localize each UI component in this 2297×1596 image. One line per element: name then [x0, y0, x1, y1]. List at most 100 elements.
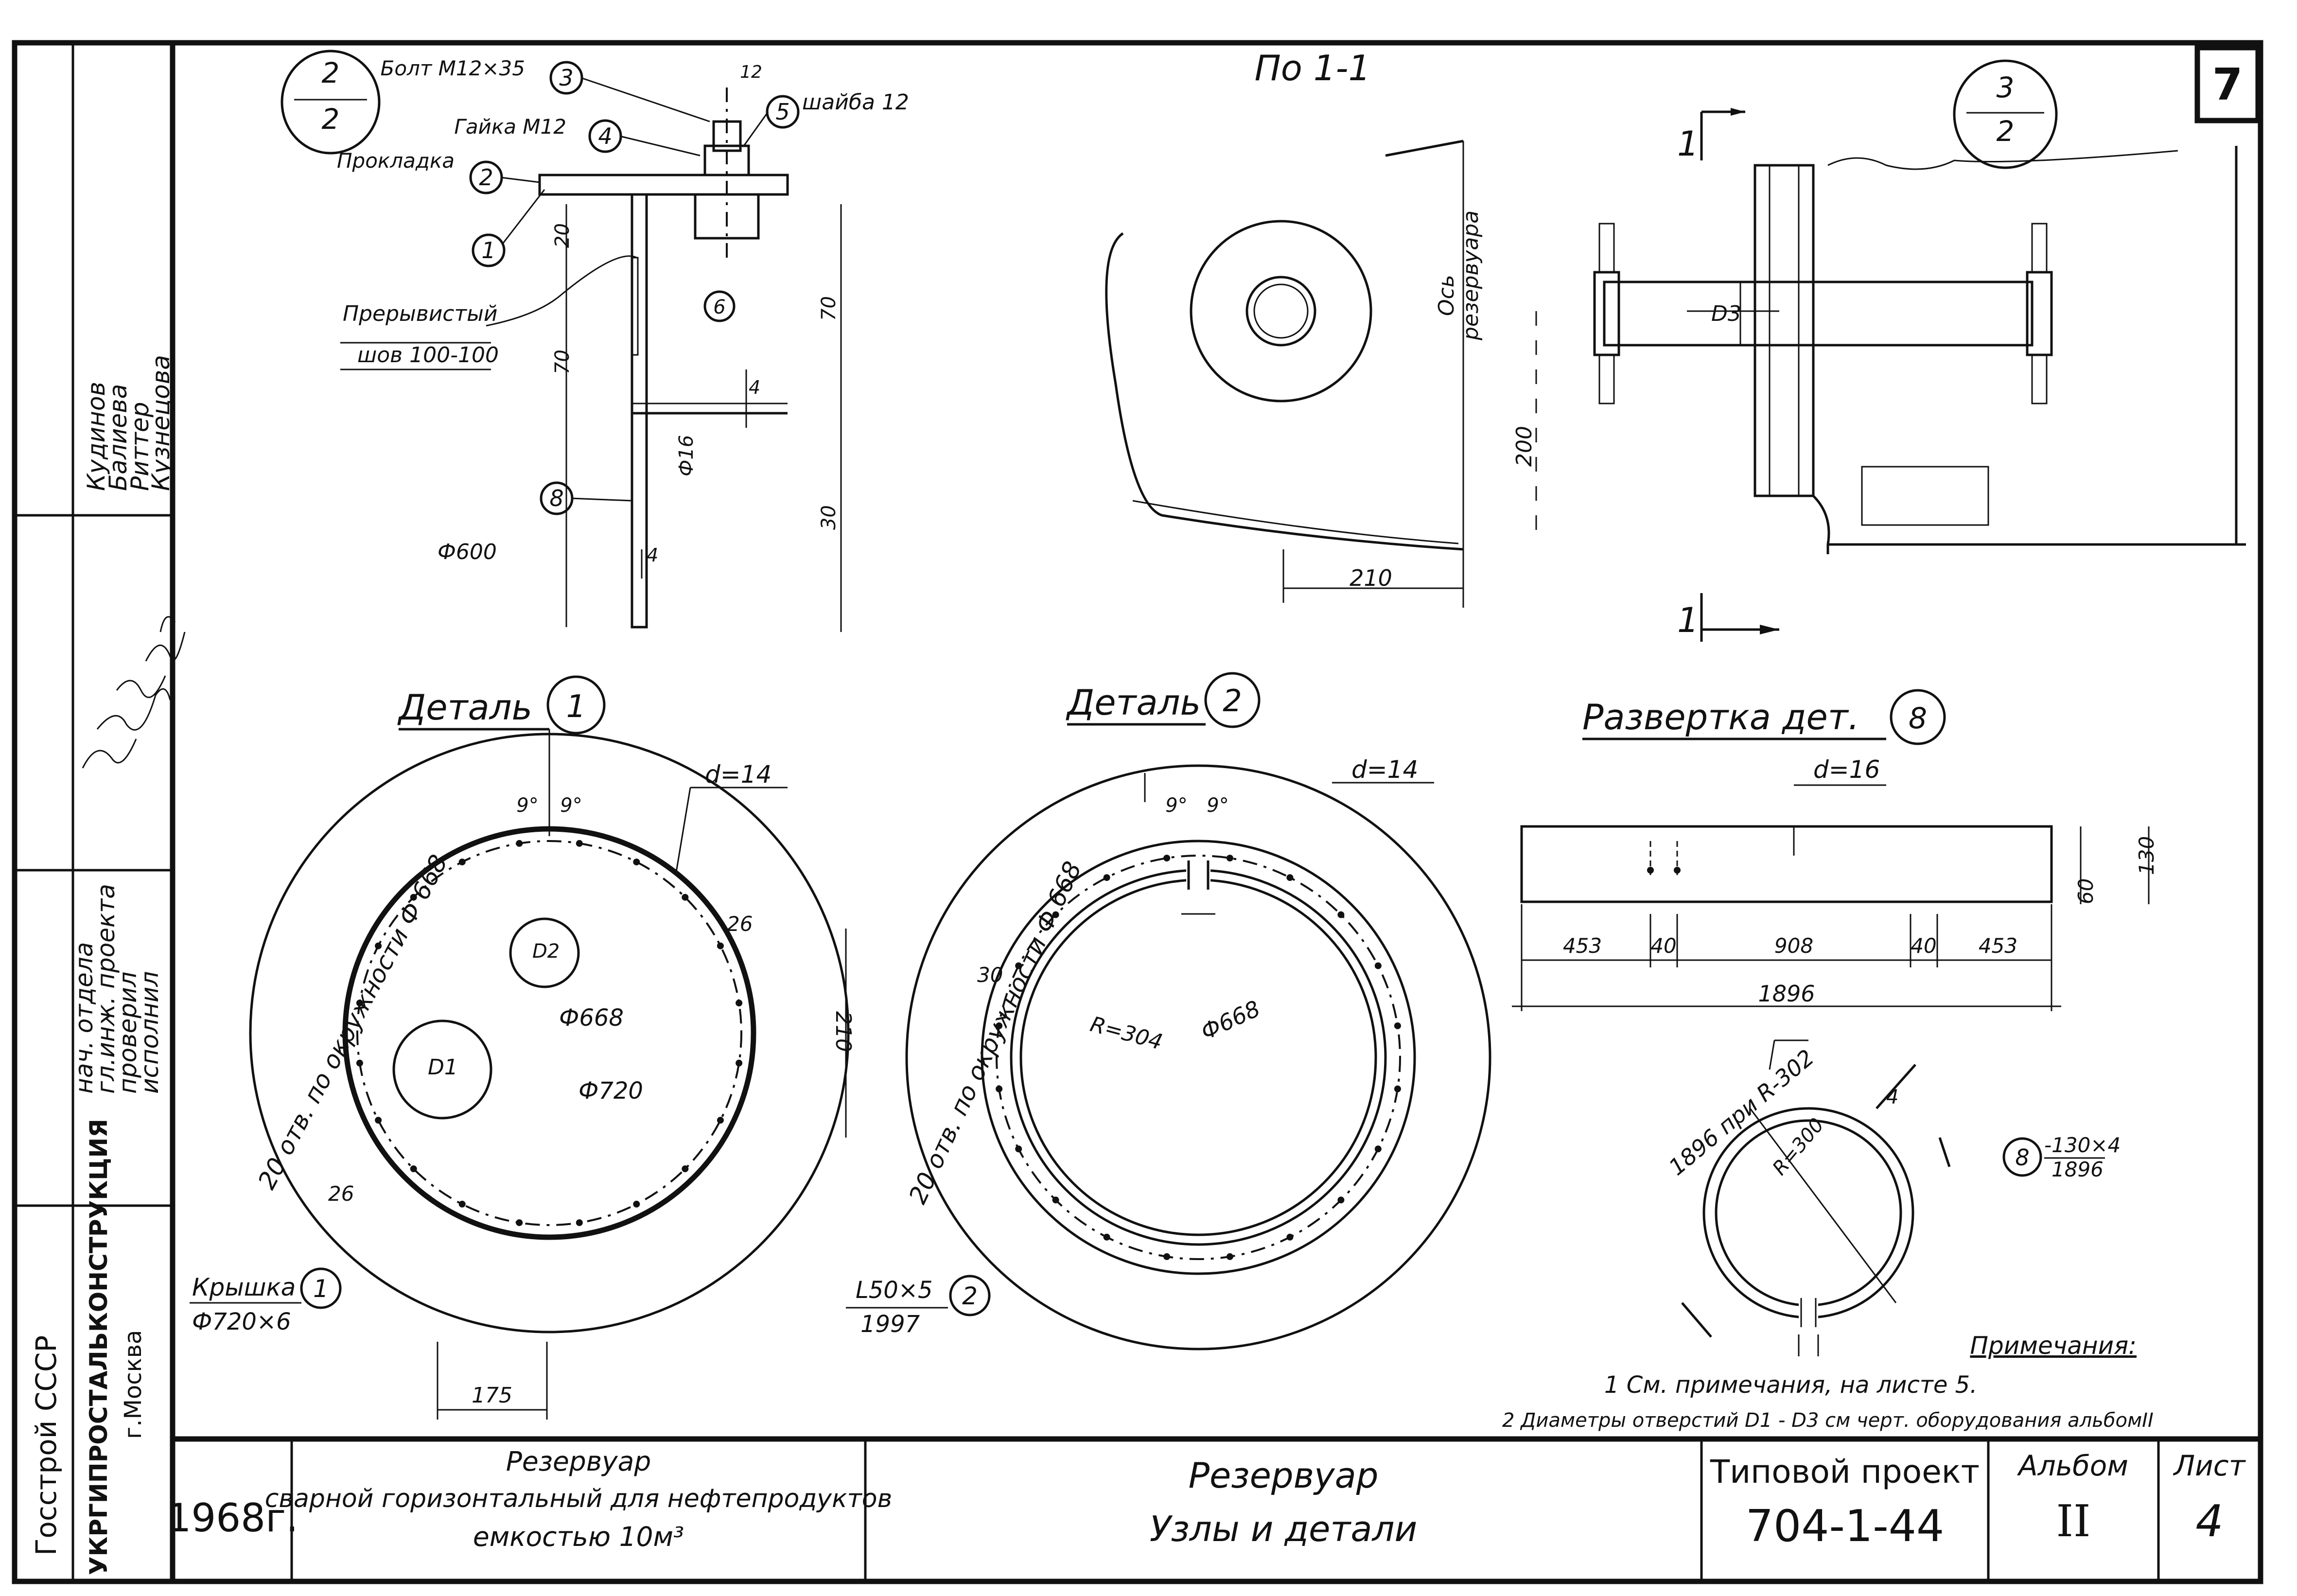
nut-label: Гайка М12 — [454, 115, 566, 139]
bolt-hole — [516, 840, 523, 847]
weld-label-1: Прерывистый — [343, 301, 497, 326]
node-mark-circle — [281, 50, 381, 155]
bolt-hole — [576, 840, 583, 847]
drawing-title-line1: Резервуар — [1189, 1455, 1379, 1496]
part-2-profile: L50×5 — [856, 1277, 933, 1304]
project-name-line3: емкостью 10м³ — [473, 1521, 684, 1552]
bolt-hole — [1286, 1233, 1294, 1241]
notes-line2: 2 Диаметры отверстий D1 - D3 см черт. об… — [1502, 1409, 2154, 1432]
part-8-top: -130×4 — [2044, 1133, 2121, 1157]
bolt-hole — [633, 1200, 640, 1208]
bolt-hole — [1015, 1145, 1022, 1153]
detail-1-angle-b: 9° — [560, 794, 582, 817]
bolt-hole — [736, 1000, 743, 1007]
unfold-8-dim-908: 908 — [1774, 934, 1813, 958]
bolt-hole — [516, 1219, 523, 1227]
axis-label-1: Ось — [1434, 275, 1459, 316]
section-1-1-title: По 1-1 — [1255, 48, 1371, 88]
cut-label-bottom: 1 — [1677, 600, 1699, 640]
unfold-8-d-label: d=16 — [1813, 755, 1880, 784]
detail-1-angle-a: 9° — [516, 794, 538, 817]
detail-2-drawing — [846, 672, 1491, 1350]
bolt-hole — [1015, 962, 1022, 969]
cut-label-top: 1 — [1677, 124, 1699, 164]
callout-2: 2 — [479, 164, 493, 191]
node22-mark-bottom: 2 — [322, 103, 340, 136]
project-name-line1: Резервуар — [506, 1446, 651, 1477]
signatures — [82, 616, 186, 769]
org-line2: УКРГИПРОСТАЛЬКОНСТРУКЦИЯ — [85, 1119, 113, 1575]
bolt-hole — [682, 1165, 689, 1173]
washer-label: шайба 12 — [802, 90, 909, 115]
dim-70-left: 70 — [551, 350, 574, 374]
bolt-hole — [717, 1117, 724, 1124]
bolt-hole — [717, 942, 724, 949]
bolt-hole — [1337, 911, 1345, 918]
unfold-8-dim-130: 130 — [2135, 836, 2158, 875]
unfold-8-drawing — [1512, 689, 2150, 1356]
weld-label-2: шов 100-100 — [357, 343, 499, 368]
detail-1-phi720: Ф720 — [579, 1077, 643, 1105]
side-stamp: Госстрой СССР УКРГИПРОСТАЛЬКОНСТРУКЦИЯ г… — [30, 355, 186, 1575]
ring-t: 4 — [1886, 1086, 1898, 1108]
detail-2-angle-b: 9° — [1207, 794, 1228, 817]
role-2: проверил — [114, 972, 142, 1094]
dim-4-b: 4 — [647, 544, 658, 566]
bolt-hole — [458, 1200, 466, 1208]
bolt-hole — [458, 859, 466, 866]
callout-3: 3 — [559, 65, 573, 91]
bolt-hole — [1052, 1196, 1059, 1204]
dim-200: 200 — [1512, 426, 1537, 467]
bolt-hole — [1052, 911, 1059, 918]
section-1-1 — [1105, 140, 1537, 608]
callout-6: 6 — [713, 296, 725, 318]
part-8-bottom: 1896 — [2052, 1158, 2104, 1181]
notes-line1: 1 См. примечания, на листе 5. — [1604, 1371, 1977, 1399]
name-2: Риттер — [126, 402, 154, 491]
org-line3: г.Москва — [120, 1330, 147, 1439]
detail-1-dim-26-b: 26 — [328, 1182, 354, 1206]
callout-1: 1 — [481, 237, 495, 263]
phi600: Ф600 — [438, 540, 497, 564]
gasket-label: Прокладка — [337, 149, 455, 173]
project-name-line2: сварной горизонтальный для нефтепродукто… — [265, 1484, 893, 1513]
org-line1: Госстрой СССР — [30, 1335, 63, 1556]
detail-2-r-label: R=304 — [1087, 1012, 1165, 1054]
bolt-hole — [1337, 1196, 1345, 1204]
title-year: 1968г. — [166, 1495, 298, 1541]
detail-1-number: 1 — [566, 689, 586, 725]
detail-1-holes — [356, 840, 743, 1227]
detail-1-dim-26-a: 26 — [727, 912, 753, 936]
bolt-hole — [1103, 1233, 1110, 1241]
axis-label-2: резервуара — [1458, 210, 1483, 341]
part-8-number: 8 — [2015, 1144, 2029, 1171]
detail-2-holes — [996, 855, 1401, 1260]
node22-mark-top: 2 — [322, 56, 340, 89]
unfold-8-dim-453-a: 453 — [1563, 934, 1602, 958]
role-1: гл.инж. проекта — [92, 884, 120, 1094]
bolt-hole — [356, 1059, 363, 1067]
callout-5: 5 — [775, 99, 789, 125]
bolt-hole — [410, 894, 417, 901]
title-block — [173, 1436, 2261, 1581]
detail-2-angle-a: 9° — [1165, 794, 1187, 817]
bolt-hole — [1163, 1253, 1171, 1260]
dim-12: 12 — [740, 62, 762, 82]
detail-1-drawing — [190, 675, 850, 1420]
d3-label: D3 — [1711, 301, 1741, 326]
detail-1-holes-label: 20 отв. по окружности Ф 668 — [252, 850, 453, 1194]
detail-1-title: Деталь — [397, 687, 532, 728]
bolt-hole — [633, 859, 640, 866]
detail-2-title: Деталь — [1066, 682, 1201, 723]
unfold-8-dim-40-b: 40 — [1911, 934, 1936, 958]
bolt-hole — [996, 1022, 1003, 1030]
detail-2-phi668: Ф668 — [1197, 995, 1264, 1045]
detail-2-d-label: d=14 — [1351, 755, 1418, 784]
bolt-hole — [1374, 962, 1382, 969]
phi16: Ф16 — [675, 435, 698, 476]
unfold-8-dim-60: 60 — [2074, 878, 2098, 904]
role-0: нач. отдела — [70, 942, 98, 1094]
bolt-hole — [736, 1059, 743, 1067]
album-value: II — [2056, 1496, 2090, 1547]
